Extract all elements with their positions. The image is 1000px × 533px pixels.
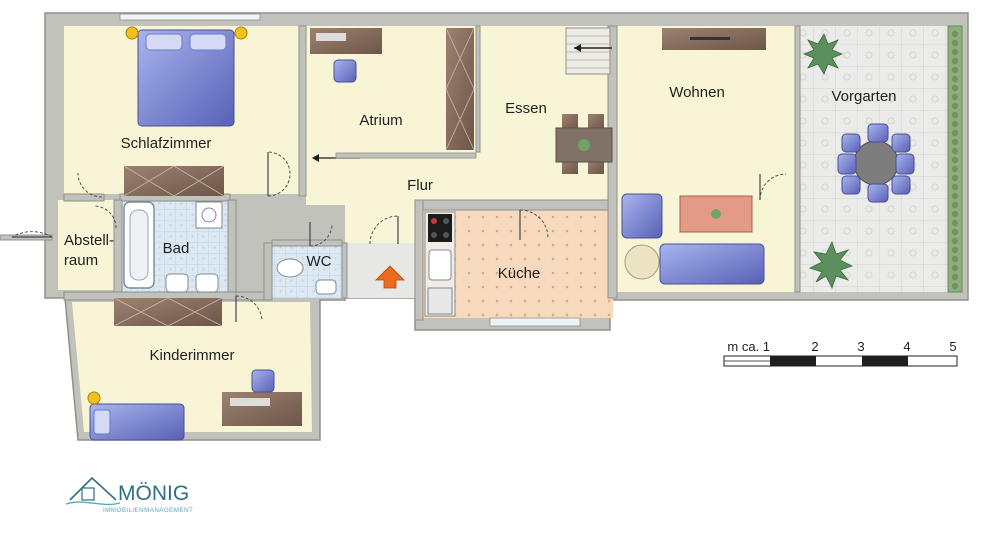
single-bed [89,403,185,441]
shrub-icon [951,156,959,164]
shrub-icon [951,228,959,236]
shrub-icon [951,66,959,74]
office-chair [333,59,357,83]
shrub-icon [951,246,959,254]
shrub-icon [951,264,959,272]
lamp-icon [125,26,139,40]
label-wc: WC [307,253,332,270]
shrub-icon [951,282,959,290]
shrub-icon [951,219,959,227]
label-wohnen: Wohnen [669,84,725,101]
shrub-icon [951,237,959,245]
wardrobe [114,298,222,326]
sofa [659,243,765,285]
shrub-icon [951,138,959,146]
label-vorgarten: Vorgarten [831,88,896,105]
label-bad: Bad [163,240,190,257]
scale-bar: m ca. 1 2 3 4 5 [723,339,958,367]
planter-shrubs [951,30,959,290]
label-abstellraum-1: Abstell- [64,232,114,249]
label-kueche: Küche [498,265,541,282]
fridge [427,287,453,315]
office-chair [251,369,275,393]
door-leaves [12,152,761,322]
shrub-icon [951,147,959,155]
scale-tick-4: 4 [903,339,910,354]
wc-sink [315,279,337,295]
shrub-icon [951,84,959,92]
shrub-icon [951,57,959,65]
wardrobe [124,166,224,196]
shrub-icon [951,201,959,209]
label-schlafzimmer: Schlafzimmer [121,135,212,152]
shrub-icon [951,183,959,191]
lamp-icon [87,391,101,405]
side-table [624,244,660,280]
shrub-icon [951,174,959,182]
shrub-icon [951,39,959,47]
dining-chair [562,114,578,130]
shrub-icon [951,93,959,101]
shrub-icon [951,120,959,128]
shrub-icon [951,192,959,200]
label-essen: Essen [505,100,547,117]
shrub-icon [951,273,959,281]
shrub-icon [951,30,959,38]
plant-icon [802,33,844,75]
shrub-icon [951,48,959,56]
label-atrium: Atrium [359,112,402,129]
storage-floor [58,200,114,290]
shelf [446,28,474,150]
desk [222,392,302,426]
direction-arrow-icon [312,152,477,162]
scale-tick-2: 2 [811,339,818,354]
label-flur: Flur [407,177,433,194]
dining-chair [588,114,604,130]
shrub-icon [951,210,959,218]
cooktop [428,214,452,242]
armchair [621,193,663,239]
house-logo-icon [69,476,117,501]
double-bed [137,29,235,127]
label-kinderzimmer: Kinderimmer [149,347,234,364]
terrace-furniture [802,33,915,290]
room-labels: Schlafzimmer Atrium Essen Wohnen Vorgart… [64,84,897,364]
sink [195,273,219,293]
shrub-icon [951,111,959,119]
washing-machine [195,201,223,229]
shrub-icon [951,165,959,173]
scale-unit-label: m ca. 1 [727,339,770,354]
staircase [565,27,612,75]
plant-icon [808,240,854,290]
kitchen-sink [428,249,452,281]
shrub-icon [951,102,959,110]
entrance-floor [345,243,415,298]
logo-name: MÖNIG [118,482,189,505]
shrub-icon [951,255,959,263]
door-swings [11,151,787,321]
shrub-icon [951,129,959,137]
scale-tick-3: 3 [857,339,864,354]
shrub-icon [951,75,959,83]
sink [165,273,189,293]
label-abstellraum-2: raum [64,252,98,269]
furniture [87,26,915,441]
company-logo: MÖNIG IMMOBILIENMANAGEMENT [65,476,193,514]
windows [119,13,581,327]
scale-tick-5: 5 [949,339,956,354]
entrance-arrow-icon [375,265,405,289]
logo-tagline: IMMOBILIENMANAGEMENT [103,507,193,514]
lamp-icon [234,26,248,40]
toilet [276,258,304,278]
